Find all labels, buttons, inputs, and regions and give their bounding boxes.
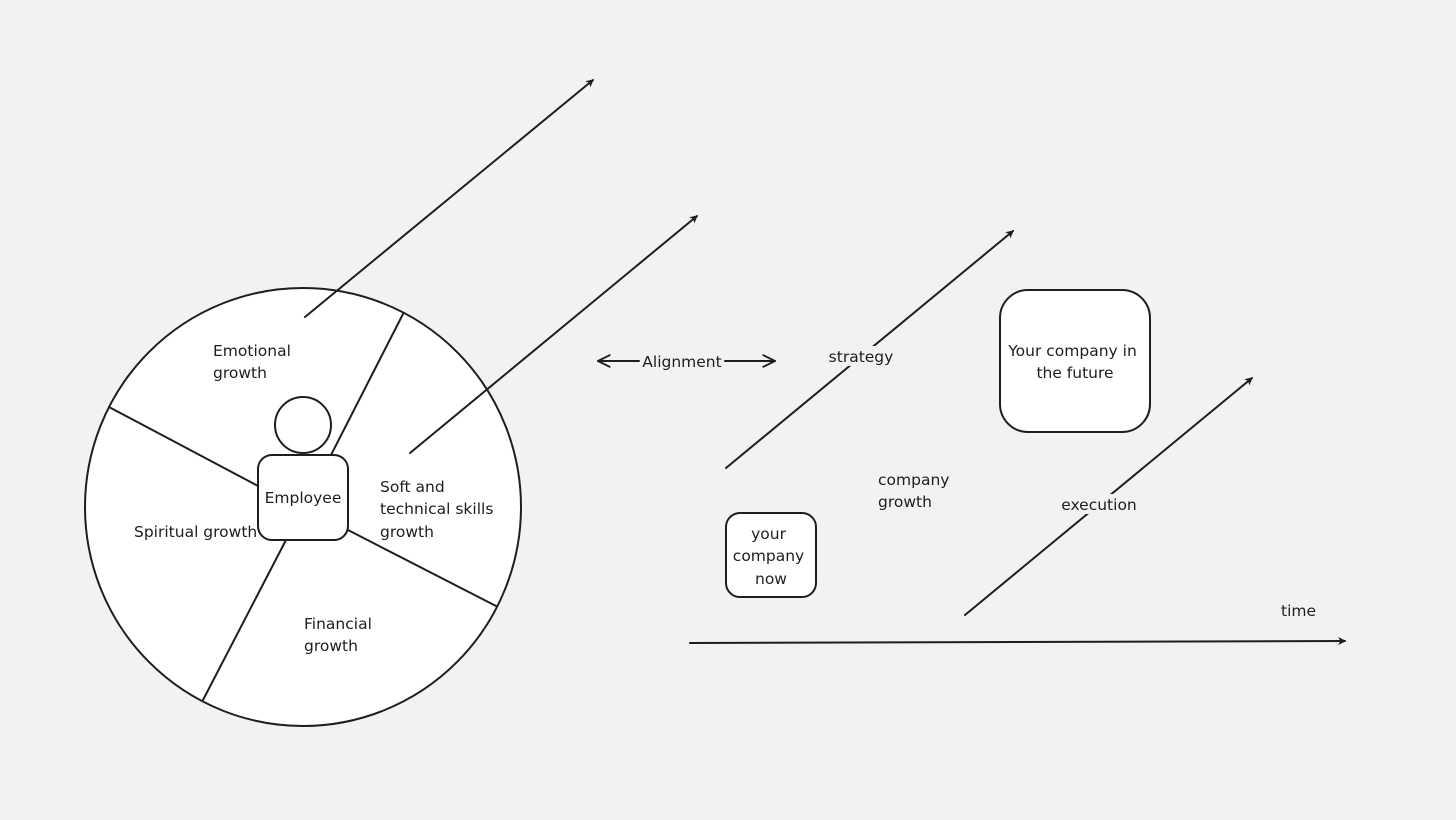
employee-node[interactable]	[257, 454, 349, 541]
wheel-divider	[108, 406, 259, 487]
soft-skills-growth-label: Soft and technical skills growth	[380, 478, 498, 541]
execution-label: execution	[1061, 496, 1137, 514]
employee-label: Employee	[265, 489, 342, 507]
emotional-growth-arrow	[304, 79, 594, 318]
growth-wheel: Employee Emotional growth Soft and techn…	[84, 287, 522, 727]
financial-growth-label: Financial growth	[304, 615, 377, 655]
company-future-label: Your company in the future	[1007, 342, 1141, 382]
wheel-divider	[202, 539, 287, 701]
execution-label-bg	[1060, 494, 1140, 514]
strategy-label: strategy	[829, 348, 894, 366]
alignment-label: Alignment	[642, 353, 721, 371]
skills-growth-arrow	[409, 215, 698, 454]
strategy-label-bg	[828, 346, 894, 366]
time-label: time	[1281, 602, 1316, 620]
spiritual-growth-label: Spiritual growth	[134, 523, 257, 541]
emotional-growth-label: Emotional growth	[213, 342, 296, 382]
wheel-divider	[330, 313, 404, 456]
company-now-label: your company now	[733, 525, 809, 588]
time-axis-arrow	[689, 637, 1347, 646]
wheel-divider	[347, 529, 497, 607]
alignment-connector: Alignment	[597, 353, 776, 371]
company-growth-label: company growth	[878, 471, 954, 511]
company-now-node[interactable]	[725, 512, 817, 598]
employee-head-icon	[274, 396, 332, 454]
company-future-node[interactable]	[999, 289, 1151, 433]
